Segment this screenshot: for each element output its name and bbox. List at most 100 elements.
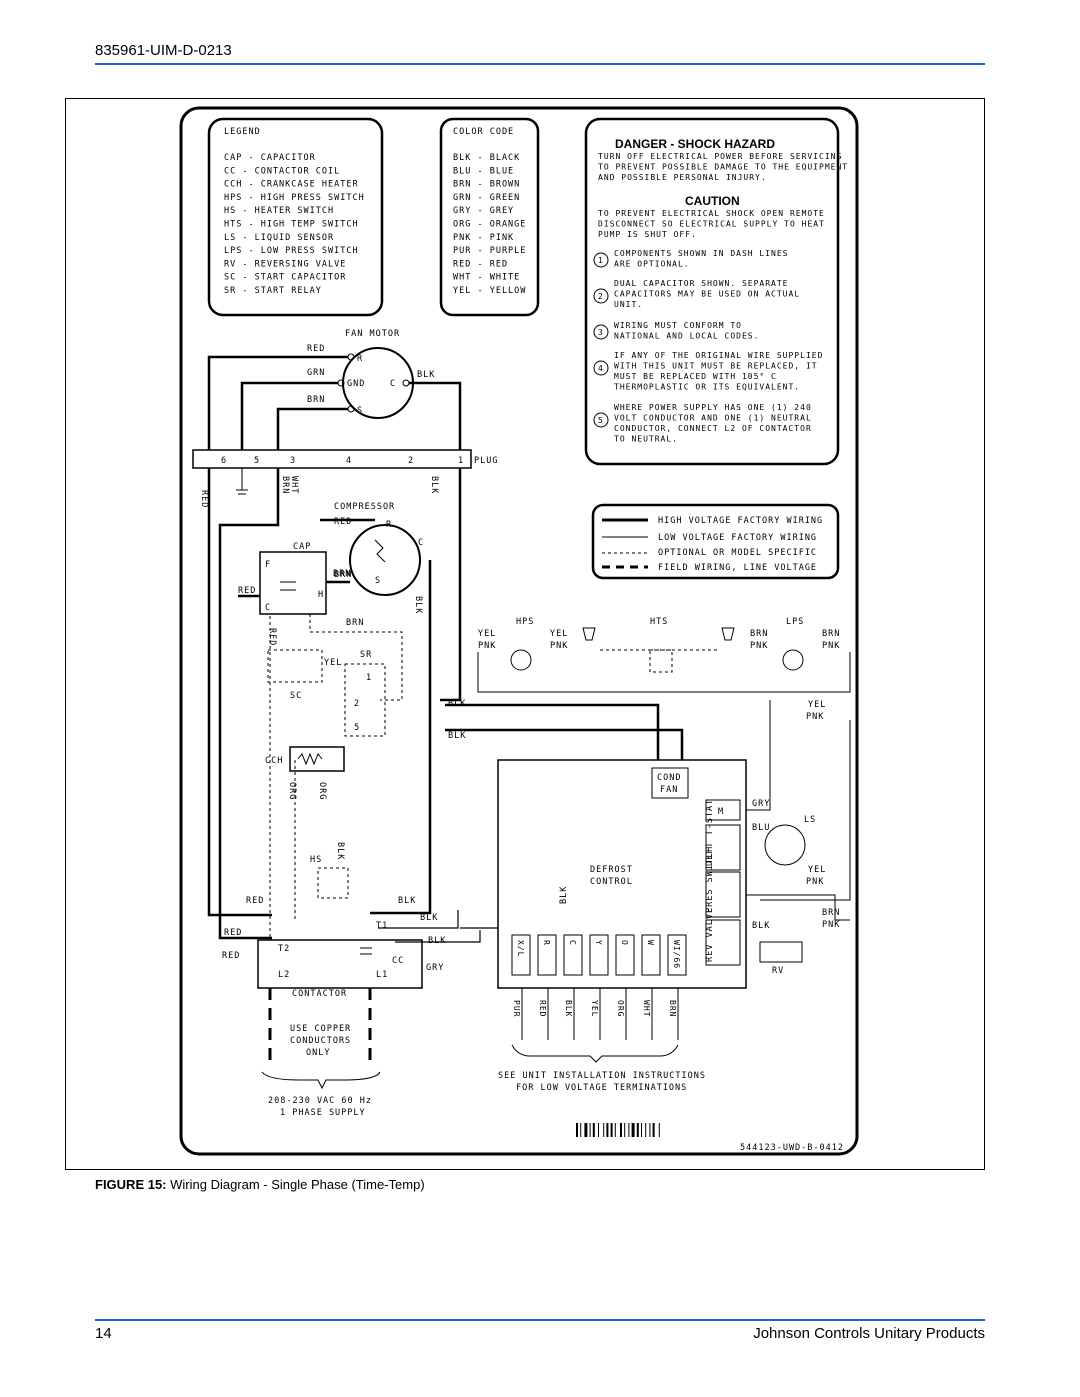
diagram-label: BRN bbox=[822, 908, 840, 918]
diagram-label: ORG bbox=[287, 782, 297, 800]
install-note-2: FOR LOW VOLTAGE TERMINATIONS bbox=[516, 1083, 687, 1093]
caution-line: PUMP IS SHUT OFF. bbox=[598, 230, 697, 239]
field-wire-label: YEL bbox=[590, 1000, 599, 1017]
diagram-label: RED bbox=[307, 344, 325, 354]
diagram-label: H bbox=[318, 590, 324, 600]
diagram-label: YEL bbox=[808, 700, 826, 710]
barcode-bar bbox=[580, 1123, 582, 1137]
diagram-label: BLU bbox=[752, 823, 770, 833]
diagram-label: 5 bbox=[354, 723, 360, 733]
diagram-label: BRN bbox=[822, 629, 840, 639]
note-line: TO NEUTRAL. bbox=[614, 435, 678, 444]
diagram-label: BRN bbox=[307, 395, 325, 405]
note-line: ARE OPTIONAL. bbox=[614, 260, 690, 269]
color-code-item: RED - RED bbox=[453, 259, 508, 269]
note-number: 1 bbox=[598, 256, 604, 265]
note-line: WIRING MUST CONFORM TO bbox=[614, 321, 742, 330]
diagram-label: T2 bbox=[278, 944, 290, 954]
install-note-1: SEE UNIT INSTALLATION INSTRUCTIONS bbox=[498, 1071, 706, 1081]
crankcase-heater: CCH ORG ORG bbox=[265, 746, 345, 800]
footer-company: Johnson Controls Unitary Products bbox=[753, 1325, 985, 1342]
diagram-label: FAN bbox=[660, 785, 678, 795]
contactor-label: CONTACTOR bbox=[292, 989, 347, 999]
diagram-label: S bbox=[357, 406, 363, 416]
danger-title: DANGER - SHOCK HAZARD bbox=[615, 137, 775, 151]
diagram-label: GRN bbox=[307, 368, 325, 378]
header-rule bbox=[95, 63, 985, 65]
plug-wire-brn: BRN bbox=[280, 476, 290, 494]
barcode-bar bbox=[652, 1123, 655, 1137]
color-code-item: BLU - BLUE bbox=[453, 166, 514, 176]
diagram-label: GND bbox=[347, 379, 365, 389]
figure-caption: FIGURE 15: Wiring Diagram - Single Phase… bbox=[95, 1177, 425, 1192]
danger-line: AND POSSIBLE PERSONAL INJURY. bbox=[598, 173, 767, 182]
legend-item: SR - START RELAY bbox=[224, 286, 322, 296]
diagram-label: M bbox=[718, 807, 724, 817]
note-number-circle bbox=[593, 324, 609, 340]
sr-wire-yel: YEL bbox=[324, 658, 342, 668]
legend-item: LPS - LOW PRESS SWITCH bbox=[224, 246, 359, 256]
diagram-label: L1 bbox=[376, 970, 388, 980]
note-line: NATIONAL AND LOCAL CODES. bbox=[614, 332, 759, 341]
diagram-label: R bbox=[386, 520, 392, 530]
caption-prefix: FIGURE 15: bbox=[95, 1177, 167, 1192]
note-line: COMPONENTS SHOWN IN DASH LINES bbox=[614, 249, 789, 258]
barcode-bar bbox=[589, 1123, 591, 1137]
sc-label: SC bbox=[290, 691, 302, 701]
note-line: CONDUCTOR, CONNECT L2 OF CONTACTOR bbox=[614, 424, 812, 433]
figure-frame bbox=[65, 98, 985, 1170]
plug-wire-blk: BLK bbox=[429, 476, 439, 494]
diagram-label: YEL bbox=[550, 629, 568, 639]
diagram-label: 2 bbox=[354, 699, 360, 709]
diagram-label: ORG bbox=[317, 782, 327, 800]
barcode-bar bbox=[645, 1123, 647, 1137]
plug-wire-wht: WHT bbox=[289, 476, 299, 494]
key-low-voltage: LOW VOLTAGE FACTORY WIRING bbox=[658, 533, 817, 543]
field-wire-label: PUR bbox=[512, 1000, 521, 1017]
diagram-label: COND bbox=[657, 773, 681, 783]
note-number: 3 bbox=[598, 328, 604, 337]
color-code-item: ORG - ORANGE bbox=[453, 220, 526, 230]
note-line: CAPACITORS MAY BE USED ON ACTUAL bbox=[614, 290, 800, 299]
diagram-label: YEL bbox=[478, 629, 496, 639]
barcode-bar bbox=[576, 1123, 578, 1137]
diagram-label: RED bbox=[224, 928, 242, 938]
diagram-border bbox=[179, 106, 859, 1156]
diagram-label: RED bbox=[222, 951, 240, 961]
note-number-circle bbox=[593, 412, 609, 428]
diagram-label: GRY bbox=[426, 963, 444, 973]
defrost-terminal-box bbox=[615, 934, 635, 976]
barcode-bar bbox=[620, 1123, 622, 1137]
diagram-label: PNK bbox=[750, 641, 768, 651]
defrost-terminal-label: C bbox=[568, 940, 577, 946]
compressor-label: COMPRESSOR bbox=[334, 502, 395, 512]
note-line: THERMOPLASTIC OR ITS EQUIVALENT. bbox=[614, 383, 800, 392]
barcode-bar bbox=[592, 1123, 595, 1137]
supply-phase: 1 PHASE SUPPLY bbox=[280, 1108, 366, 1118]
field-wire-label: ORG bbox=[616, 1000, 625, 1017]
barcode-bar bbox=[598, 1123, 599, 1137]
color-code-item: PNK - PINK bbox=[453, 233, 514, 243]
defrost-terminal-label: R bbox=[542, 940, 551, 946]
diagram-label: C bbox=[418, 538, 424, 548]
diagram-label: 6 bbox=[221, 456, 227, 466]
diagram-label: RED bbox=[334, 517, 352, 527]
color-code-item: BLK - BLACK bbox=[453, 153, 520, 163]
diagram-label: PRES SWITCH bbox=[705, 846, 715, 913]
diagram-label: RED bbox=[267, 628, 277, 646]
barcode-bar bbox=[610, 1123, 613, 1137]
diagram-label: BRN bbox=[346, 618, 364, 628]
diagram-label: RED bbox=[246, 896, 264, 906]
diagram-label: 2 bbox=[408, 456, 414, 466]
legend-item: SC - START CAPACITOR bbox=[224, 273, 346, 283]
diagram-label: DEFT T-STAT bbox=[705, 799, 715, 866]
fan-motor-label: FAN MOTOR bbox=[345, 329, 400, 339]
diagram-label: REV VALVE bbox=[705, 907, 715, 962]
note-line: WITH THIS UNIT MUST BE REPLACED, IT bbox=[614, 362, 818, 371]
key-high-voltage: HIGH VOLTAGE FACTORY WIRING bbox=[658, 516, 823, 526]
legend-item: CCH - CRANKCASE HEATER bbox=[224, 180, 359, 190]
diagram-label: GRY bbox=[752, 799, 770, 809]
diagram-label: YEL bbox=[808, 865, 826, 875]
